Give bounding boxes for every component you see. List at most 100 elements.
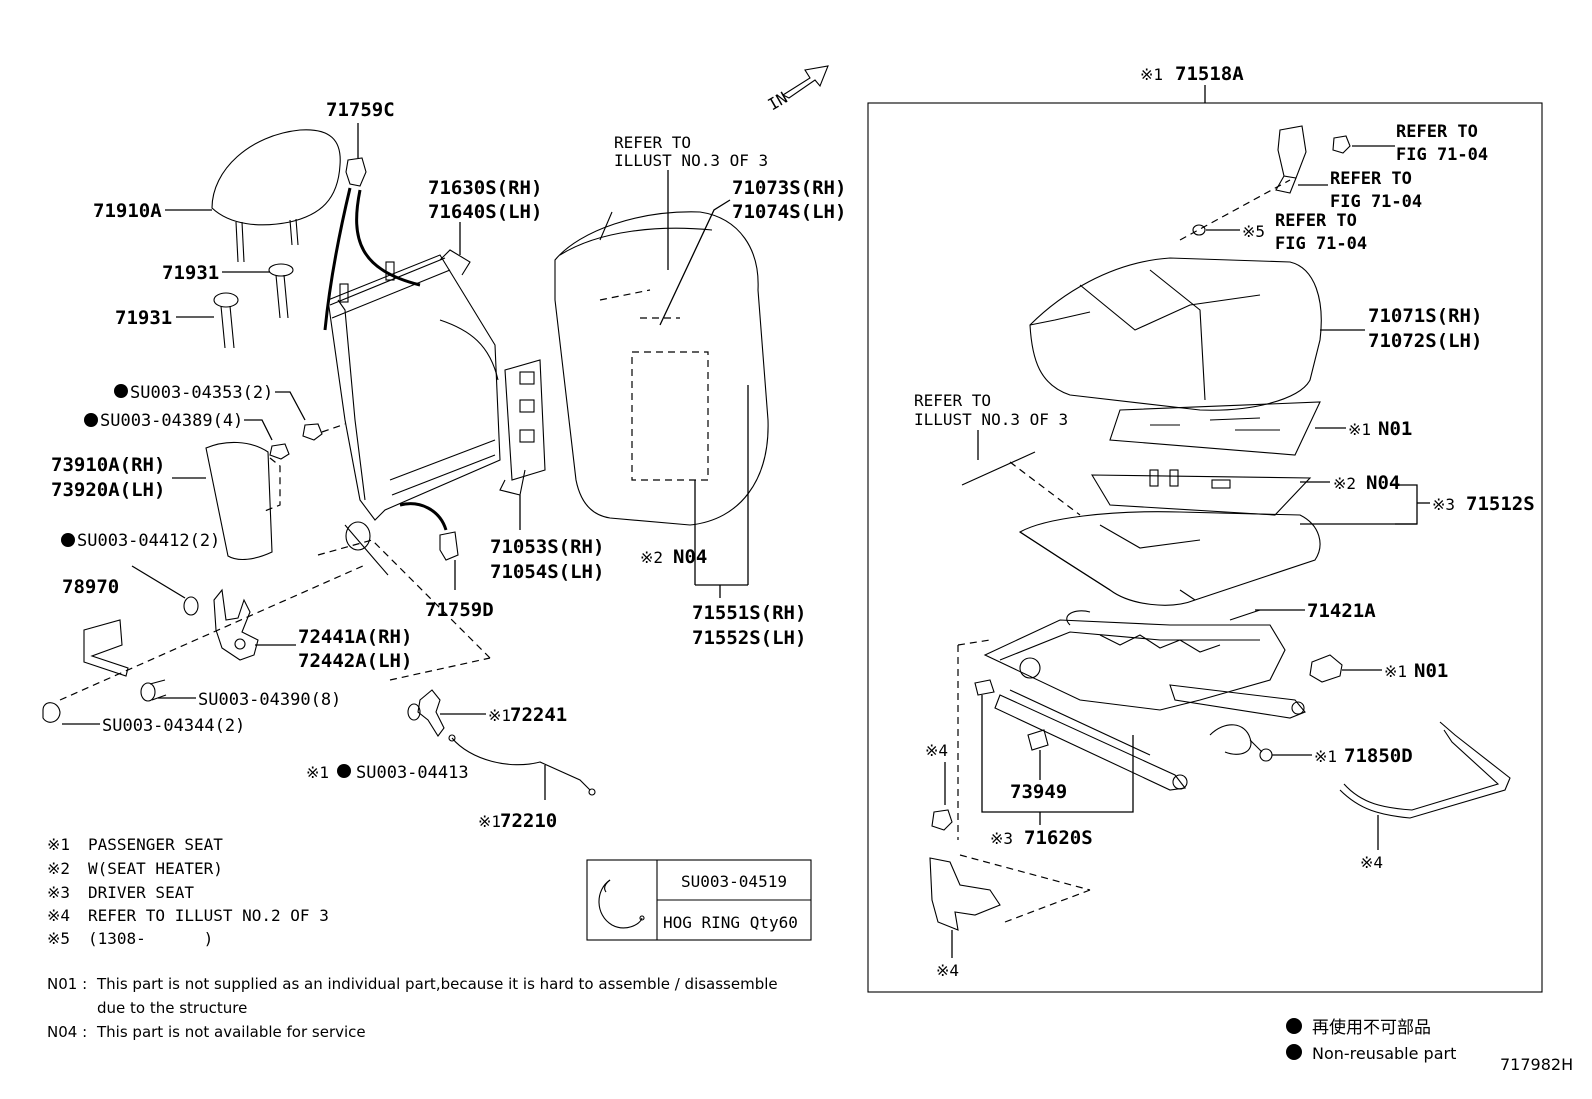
legend-mark-3: ※3 <box>47 883 70 902</box>
part-SU003-04413: SU003-04413 <box>356 763 469 783</box>
n04-heater: N04 <box>1366 472 1400 494</box>
n01-pad: N01 <box>1378 418 1412 440</box>
refer-fig-c-line2: FIG 71-04 <box>1275 234 1367 254</box>
mark-71512S: ※3 <box>1432 495 1455 514</box>
part-71072S: 71072S(LH) <box>1368 330 1482 352</box>
connector-71759D-drawing <box>439 531 459 561</box>
part-SU003-04412: SU003-04412(2) <box>77 531 220 551</box>
nut-fig71-drawing <box>1332 135 1351 154</box>
part-71551S: 71551S(RH) <box>692 602 806 624</box>
mark-n01-switch: ※1 <box>1384 662 1407 681</box>
bracket-71053S-drawing <box>499 359 546 496</box>
footnotes: N01 : This part is not supplied as an in… <box>47 975 778 1041</box>
refer-illust3-top-line2: ILLUST NO.3 OF 3 <box>614 151 768 170</box>
lever-78970-drawing <box>83 619 129 677</box>
hog-ring-part: SU003-04519 <box>681 872 787 891</box>
legend-text-2: W(SEAT HEATER) <box>88 859 223 878</box>
refer-fig-b-line2: FIG 71-04 <box>1330 192 1422 212</box>
hook-wire-drawing <box>961 451 1036 486</box>
hog-ring-box: SU003-04519 HOG RING Qty60 <box>586 859 812 941</box>
part-SU003-04344: SU003-04344(2) <box>102 716 245 736</box>
seatbelt-buckle-drawing <box>1275 125 1307 194</box>
part-71074S: 71074S(LH) <box>732 201 846 223</box>
part-71759D: 71759D <box>425 599 494 621</box>
cushion-frame-drawing <box>983 609 1286 711</box>
footnote-n01-line1: This part is not supplied as an individu… <box>96 975 778 993</box>
part-SU003-04389: SU003-04389(4) <box>100 411 243 431</box>
mark-71850D: ※1 <box>1314 747 1337 766</box>
mark-n04-back: ※2 <box>640 548 663 567</box>
part-71620S: 71620S <box>1024 827 1093 849</box>
part-71850D: 71850D <box>1344 745 1413 767</box>
part-71053S: 71053S(RH) <box>490 536 604 558</box>
cushion-heater-drawing <box>1091 469 1312 516</box>
refer-fig-b-line1: REFER TO <box>1330 169 1412 189</box>
legend-text-3: DRIVER SEAT <box>88 883 194 902</box>
part-71931-upper: 71931 <box>162 262 219 284</box>
handle-72241-drawing <box>407 689 445 737</box>
seatback-cover-drawing <box>554 211 769 526</box>
washer-04412-drawing <box>183 596 199 616</box>
part-72241: 72241 <box>510 704 567 726</box>
mark-72241: ※1 <box>488 706 511 725</box>
cushion-cover-drawing <box>1029 257 1322 411</box>
headrest-drawing <box>211 129 341 263</box>
mark-4-bolt: ※4 <box>925 741 948 760</box>
part-78970: 78970 <box>62 576 119 598</box>
mark-71518A: ※1 <box>1140 65 1163 84</box>
nut-04353-drawing <box>302 423 323 441</box>
legend-text-5: (1308- ) <box>88 929 213 948</box>
part-71421A: 71421A <box>1307 600 1376 622</box>
n01-switch: N01 <box>1414 660 1448 682</box>
legend-text-1: PASSENGER SEAT <box>88 835 223 854</box>
part-SU003-04390: SU003-04390(8) <box>198 690 341 710</box>
part-SU003-04353: SU003-04353(2) <box>130 383 273 403</box>
side-cover-73910A-drawing <box>205 441 273 561</box>
refer-fig-a-line1: REFER TO <box>1396 122 1478 142</box>
legend-text-4: REFER TO ILLUST NO.2 OF 3 <box>88 906 329 925</box>
harness-71850D-drawing <box>1209 724 1273 762</box>
part-72442A: 72442A(LH) <box>298 650 412 672</box>
mark-5: ※5 <box>1242 222 1265 241</box>
seat-wire-drawing <box>1339 721 1511 819</box>
part-71630S: 71630S(RH) <box>428 177 542 199</box>
switch-n01-drawing <box>1309 654 1343 683</box>
footnote-n01-label: N01 : <box>47 975 87 993</box>
mark-71620S: ※3 <box>990 829 1013 848</box>
refer-fig-c-line1: REFER TO <box>1275 211 1357 231</box>
legend-mark-5: ※5 <box>47 929 70 948</box>
part-71512S: 71512S <box>1466 493 1535 515</box>
cushion-insert-drawing <box>1109 401 1321 456</box>
cap-04344-drawing <box>42 702 61 723</box>
direction-arrow-icon <box>781 65 829 99</box>
footnote-n01-line2: due to the structure <box>97 999 247 1017</box>
cushion-assy-box <box>867 102 1543 993</box>
part-72210: 72210 <box>500 810 557 832</box>
part-71073S: 71073S(RH) <box>732 177 846 199</box>
nut-04389-drawing <box>269 443 290 460</box>
legend-mark-4: ※4 <box>47 906 70 925</box>
bolt-71931-lower-drawing <box>213 292 239 349</box>
cable-72210-drawing <box>448 734 596 796</box>
refer-fig-a-line2: FIG 71-04 <box>1396 145 1488 165</box>
legend: ※1 PASSENGER SEAT ※2 W(SEAT HEATER) ※3 D… <box>47 835 329 948</box>
legend-mark-1: ※1 <box>47 835 70 854</box>
mark-n01-pad: ※1 <box>1348 420 1371 439</box>
part-73949: 73949 <box>1010 781 1067 803</box>
part-71759C: 71759C <box>326 99 395 121</box>
part-71931-lower: 71931 <box>115 307 172 329</box>
mark-n04-heater: ※2 <box>1333 474 1356 493</box>
nonreusable-jp: 再使用不可部品 <box>1312 1017 1431 1038</box>
refer-illust3-right-line2: ILLUST NO.3 OF 3 <box>914 410 1068 429</box>
diagram-id: 717982H <box>1500 1055 1573 1074</box>
bolt-71931-upper-drawing <box>268 263 294 319</box>
mark-72210: ※1 <box>478 812 501 831</box>
bracket-4-drawing <box>929 857 1001 931</box>
part-73920A: 73920A(LH) <box>51 479 165 501</box>
direction-label: IN <box>764 88 790 114</box>
part-71552S: 71552S(LH) <box>692 627 806 649</box>
part-71640S: 71640S(LH) <box>428 201 542 223</box>
part-71071S: 71071S(RH) <box>1368 305 1482 327</box>
cushion-pad-drawing <box>1018 511 1321 606</box>
